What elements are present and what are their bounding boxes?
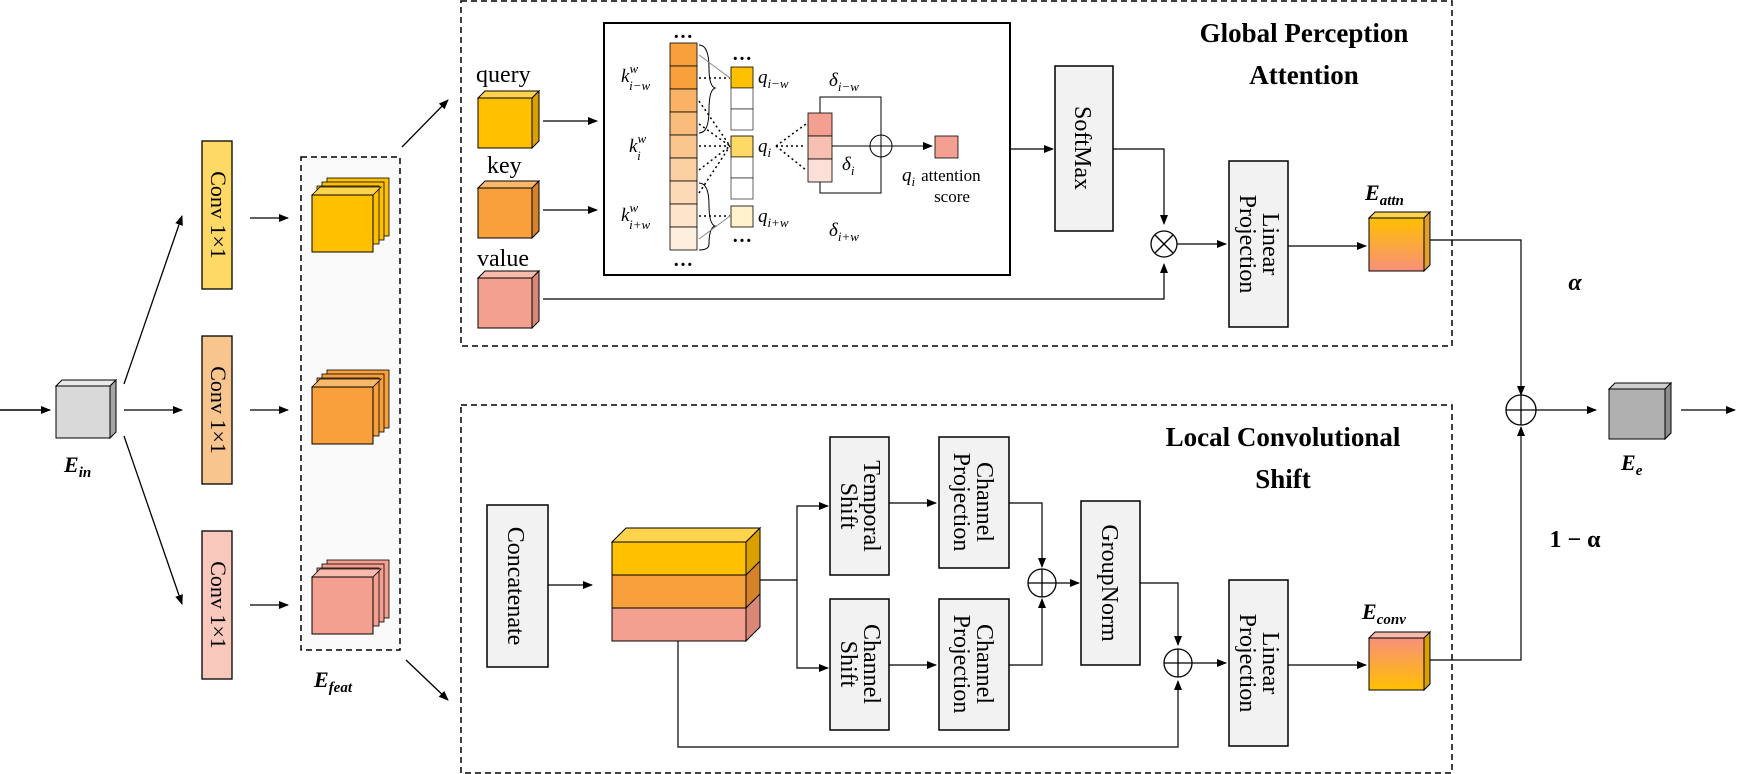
channel-projection-box-bottom [938,598,1010,731]
key-label: key [487,153,522,179]
e-in-label: Ein [63,452,91,481]
e-attn-cube [1367,210,1432,273]
attention-score-cell [934,135,959,159]
concatenate-box [486,504,549,668]
linear-conv-line1: Linear [1257,632,1283,695]
alpha-label: α [1568,270,1582,296]
key-ellipsis-top: … [673,21,693,43]
temporal-line2: Shift [835,483,861,530]
delta-top-label: δi−w [829,70,859,94]
e-e-label: Ee [1620,450,1643,479]
e-attn-label: Eattn [1364,180,1404,209]
conv-box-yellow: Conv 1×1 [201,140,233,290]
delta-mid-label: δi [842,154,855,178]
channel-shift-line1: Channel [858,624,884,704]
key-query-links [698,77,731,217]
concat-stack [610,526,762,643]
query-ellipsis-bottom: … [732,225,752,247]
linear-attn-line1: Linear [1257,213,1283,276]
key-cube [476,179,541,240]
key-ellipsis-bottom: … [673,249,693,271]
channel-shift-box [829,598,890,731]
global-title-line2: Attention [1249,60,1359,90]
q-mid-label: qi [758,136,772,160]
q-bot-label: qi+w [758,206,789,230]
query-ellipsis-top: … [732,43,752,65]
delta-bot-label: δi+w [829,220,859,244]
softmax-label: SoftMax [1069,106,1095,190]
query-cube [476,89,541,150]
e-e-cube [1607,381,1673,441]
query-label: query [476,62,531,88]
e-conv-label: Econv [1361,599,1406,628]
local-title-line1: Local Convolutional [1166,422,1401,452]
delta-column [807,112,833,183]
chproj-bot-line2: Projection [948,615,974,714]
chproj-bot-line1: Channel [971,624,997,704]
one-minus-alpha-label: 1 − α [1549,527,1601,553]
concatenate-label: Concatenate [502,527,528,646]
linear-projection-conv-box [1228,579,1289,747]
conv-box-orange: Conv 1×1 [201,335,233,485]
value-cube [476,269,541,330]
global-title-line1: Global Perception [1200,18,1409,48]
key-column [669,42,698,251]
groupnorm-label: GroupNorm [1096,524,1122,642]
feat-stack-orange [311,369,390,445]
linear-projection-attn-box [1228,160,1289,328]
e-in-cube [54,378,118,440]
groupnorm-box [1080,500,1141,666]
value-label: value [477,246,529,272]
chproj-top-line2: Projection [948,453,974,552]
linear-attn-line2: Projection [1234,195,1260,294]
local-title-line2: Shift [1255,464,1311,494]
chproj-top-line1: Channel [971,462,997,542]
softmax-box [1054,65,1114,232]
attention-score-line2: score [934,187,970,206]
conv-label-3: Conv 1×1 [206,561,231,649]
global-attention-block [460,0,1453,347]
linear-conv-line2: Projection [1234,614,1260,713]
feat-stack-pink [311,559,390,635]
e-feat-label: Efeat [313,667,353,696]
channel-shift-line2: Shift [835,641,861,688]
temporal-shift-box [829,436,890,576]
temporal-line1: Temporal [858,460,884,552]
conv-label-2: Conv 1×1 [206,366,231,454]
conv-label-1: Conv 1×1 [206,171,231,259]
query-column [730,66,754,228]
e-conv-cube [1367,630,1432,692]
feat-stack-yellow [311,177,390,253]
q-top-label: qi−w [758,67,789,91]
conv-box-pink: Conv 1×1 [201,530,233,680]
local-conv-block [460,404,1453,774]
